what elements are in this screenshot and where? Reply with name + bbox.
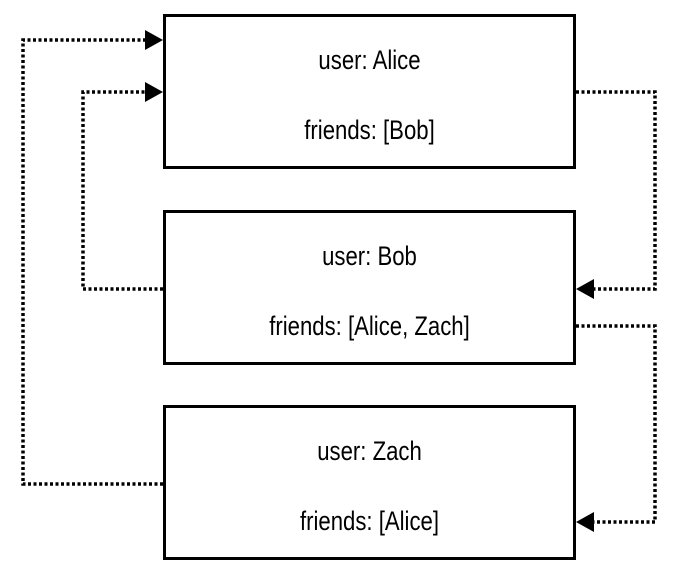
arrowhead-bob-to-alice bbox=[145, 82, 163, 102]
node-bob: user: Bob friends: [Alice, Zach] bbox=[163, 210, 576, 365]
arrow-alice-to-bob bbox=[576, 90, 657, 291]
node-user-label: user: Bob bbox=[322, 241, 417, 271]
arrow-bob-to-alice bbox=[81, 90, 163, 291]
node-user-label: user: Zach bbox=[317, 436, 422, 466]
node-user-label: user: Alice bbox=[318, 45, 421, 75]
node-friends-label: friends: [Alice, Zach] bbox=[269, 311, 470, 341]
arrowhead-zach-to-alice bbox=[145, 30, 163, 50]
arrowhead-bob-to-zach bbox=[576, 512, 594, 532]
node-friends-label: friends: [Alice] bbox=[299, 506, 440, 536]
arrow-zach-to-alice bbox=[21, 38, 163, 486]
node-alice: user: Alice friends: [Bob] bbox=[163, 14, 576, 169]
node-friends-label: friends: [Bob] bbox=[304, 115, 435, 145]
arrowhead-alice-to-bob bbox=[576, 279, 594, 299]
node-zach: user: Zach friends: [Alice] bbox=[163, 405, 576, 560]
arrow-bob-to-zach bbox=[576, 324, 657, 524]
